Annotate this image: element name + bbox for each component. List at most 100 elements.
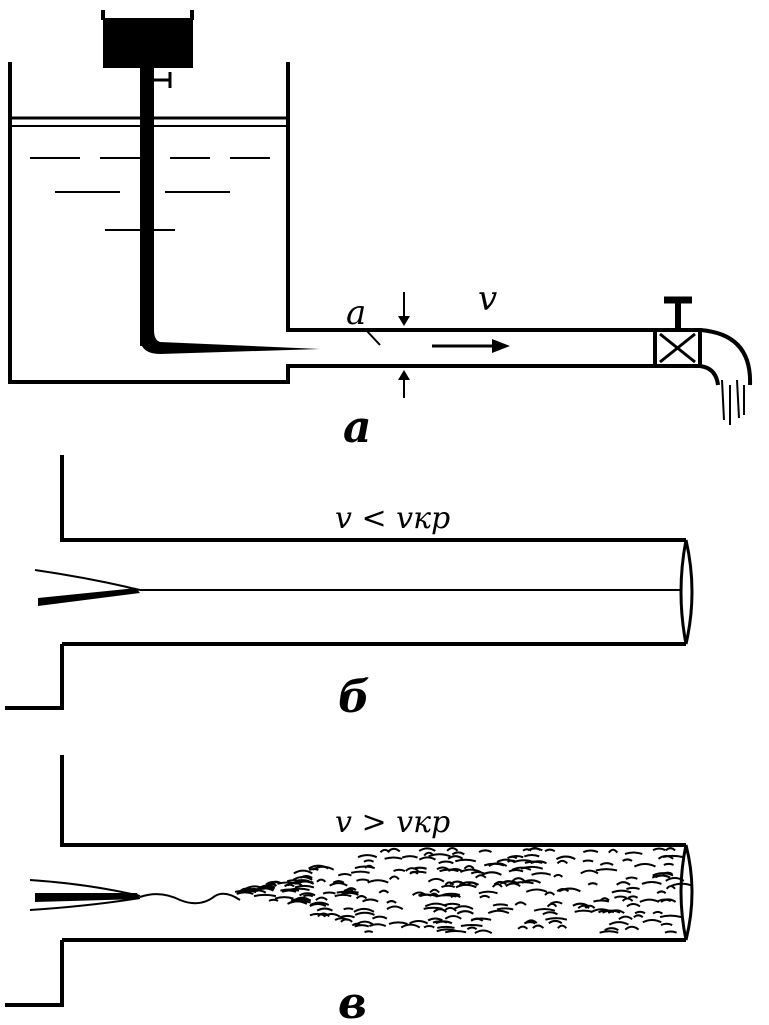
swirl	[622, 858, 633, 862]
swirl	[295, 880, 314, 884]
swirl	[577, 904, 590, 909]
swirl	[627, 895, 639, 899]
dye-jet-c-lower	[29, 897, 141, 911]
dye-reservoir-rim	[101, 10, 194, 22]
swirl	[293, 896, 311, 902]
swirl	[401, 855, 418, 859]
valve-cross	[659, 332, 696, 364]
turbulent-swirls	[234, 847, 693, 935]
swirl	[315, 896, 328, 901]
swirl	[355, 895, 368, 900]
swirl	[340, 891, 359, 896]
swirl	[599, 897, 610, 902]
swirl	[590, 908, 613, 914]
swirl	[456, 910, 474, 915]
swirl	[517, 925, 529, 930]
swirl	[542, 911, 558, 916]
swirl	[574, 909, 593, 913]
swirl	[625, 876, 638, 880]
swirl	[400, 923, 421, 929]
swirl	[508, 869, 524, 873]
swirl	[388, 875, 400, 881]
dye-nozzle-b	[38, 588, 140, 606]
swirl	[429, 888, 440, 894]
swirl	[378, 889, 390, 894]
swirl	[368, 923, 387, 928]
swirl	[265, 882, 278, 887]
swirl	[548, 919, 563, 925]
swirl	[409, 920, 429, 925]
swirl	[556, 859, 569, 865]
swirl	[487, 909, 510, 915]
swirl	[356, 878, 370, 882]
swirl	[502, 879, 514, 884]
swirl	[236, 891, 254, 895]
tank-wall-c	[5, 755, 686, 1007]
swirl	[455, 883, 477, 889]
outlet-bend	[699, 328, 753, 386]
dye-jet-b-upper	[34, 569, 141, 591]
swirl	[332, 880, 345, 884]
swirl	[599, 930, 619, 934]
swirl	[432, 920, 448, 924]
outflow-streaks	[721, 379, 745, 425]
dye-system	[101, 10, 320, 354]
swirl	[316, 907, 333, 912]
swirl	[660, 898, 677, 903]
swirl	[633, 914, 644, 919]
panel-b	[5, 455, 694, 710]
swirl	[621, 897, 634, 902]
swirl	[496, 907, 514, 911]
swirl	[616, 881, 631, 886]
tank-wall-b	[5, 455, 686, 710]
swirl	[355, 920, 374, 926]
swirl	[553, 873, 564, 878]
swirl	[466, 926, 478, 931]
swirl	[334, 917, 349, 921]
swirl	[253, 893, 277, 898]
swirl	[384, 856, 403, 860]
swirl	[641, 881, 662, 885]
panel-a	[8, 62, 753, 425]
swirl	[439, 868, 459, 873]
swirl	[582, 859, 594, 863]
swirl	[437, 925, 455, 929]
swirl	[354, 865, 376, 870]
swirl	[523, 921, 536, 925]
swirl	[599, 862, 614, 866]
swirl	[322, 891, 336, 895]
swirl	[364, 930, 374, 934]
swirl	[580, 869, 599, 875]
swirl	[363, 859, 375, 863]
swirl	[611, 889, 632, 894]
swirl	[371, 915, 388, 920]
swirl	[659, 914, 682, 919]
swirl	[343, 888, 354, 892]
swirl	[527, 847, 543, 852]
swirl	[602, 909, 621, 914]
swirl	[662, 871, 673, 875]
swirl	[357, 854, 378, 859]
swirl	[268, 898, 279, 902]
swirl	[545, 917, 568, 921]
swirl	[436, 866, 449, 871]
swirl	[444, 902, 461, 907]
swirl	[511, 877, 526, 882]
swirl	[388, 921, 408, 925]
swirl	[337, 873, 352, 877]
dye-nozzle-c	[35, 893, 140, 902]
swirl	[354, 924, 370, 928]
swirl	[343, 907, 354, 911]
swirl	[444, 881, 455, 886]
swirl	[670, 882, 693, 887]
swirl	[505, 882, 521, 888]
swirl	[239, 888, 259, 893]
swirl	[428, 853, 451, 858]
swirl	[274, 896, 294, 900]
pipe-end-c	[679, 844, 694, 941]
dye-tube-horizontal	[140, 330, 320, 354]
swirl	[663, 862, 674, 866]
swirl	[322, 912, 341, 918]
swirl	[665, 847, 676, 852]
